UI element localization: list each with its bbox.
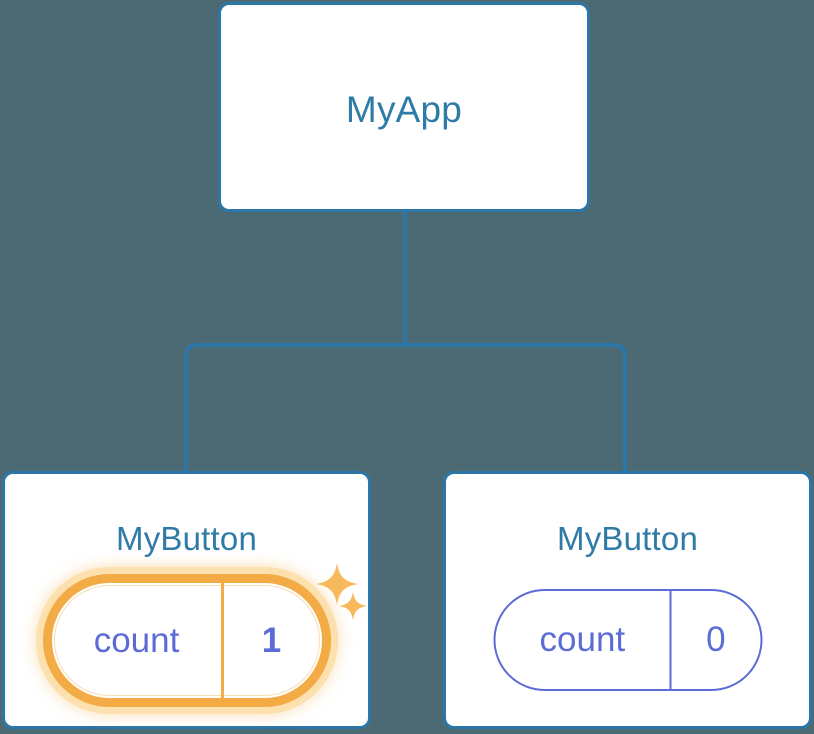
- prop-pill-right-key: count: [496, 591, 672, 689]
- prop-pill-left-key: count: [52, 583, 224, 698]
- connector-branch-right: [405, 343, 627, 471]
- node-myapp-title: MyApp: [345, 89, 463, 130]
- prop-pill-left-wrapper: count 1: [43, 574, 331, 707]
- node-mybutton-right-title: MyButton: [557, 520, 698, 557]
- connector-branch-left: [184, 343, 405, 471]
- prop-pill-right[interactable]: count 0: [493, 589, 763, 691]
- prop-pill-left[interactable]: count 1: [43, 574, 331, 707]
- prop-pill-right-value: 0: [706, 620, 726, 659]
- node-myapp[interactable]: MyApp: [218, 2, 590, 212]
- node-mybutton-left-title: MyButton: [116, 520, 257, 557]
- prop-pill-left-value: 1: [261, 620, 282, 660]
- prop-pill-right-wrapper: count 0: [493, 589, 763, 691]
